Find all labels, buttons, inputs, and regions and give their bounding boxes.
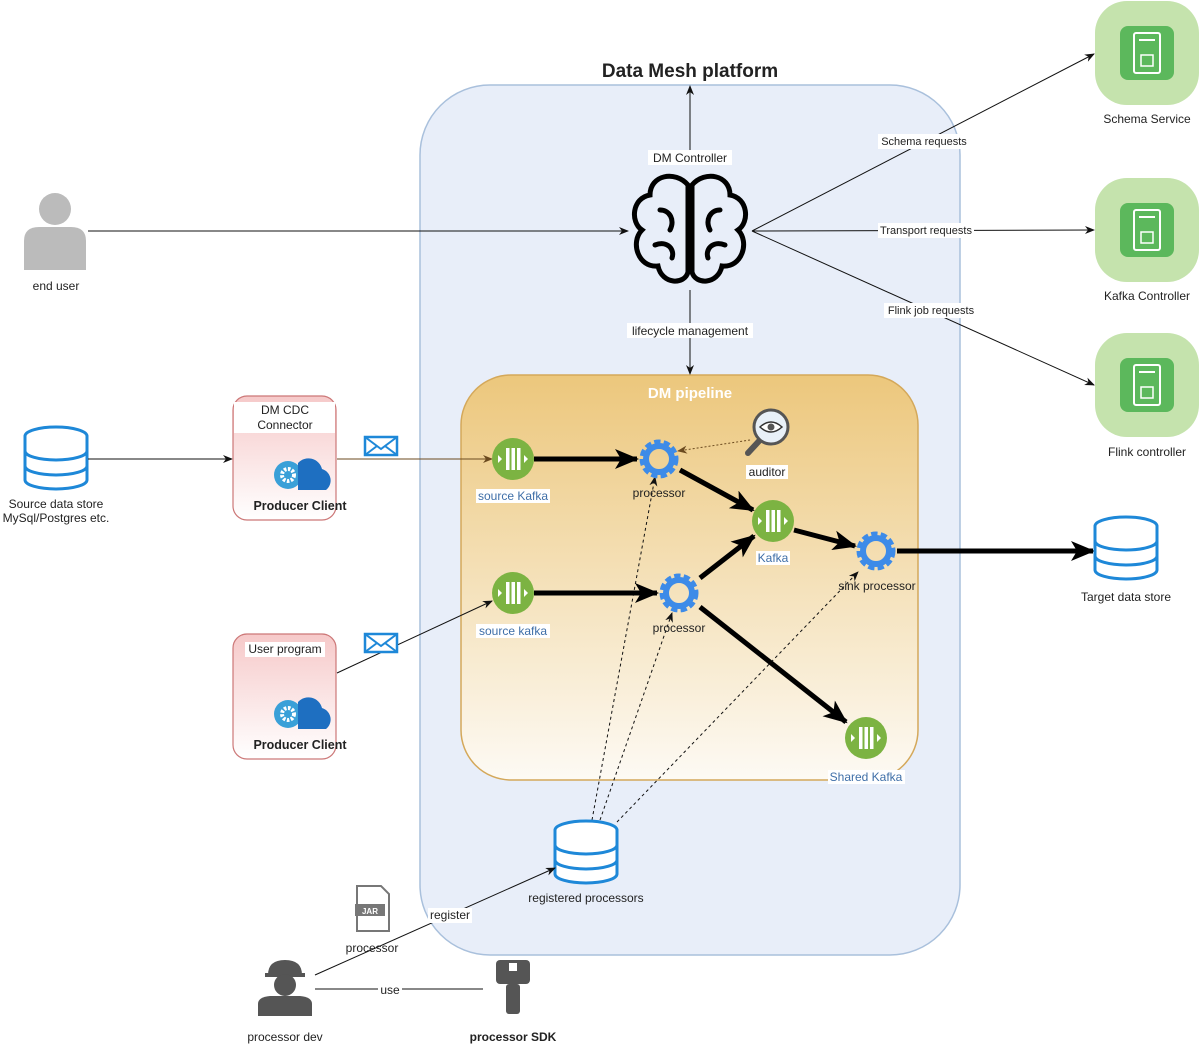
register-label: register <box>430 908 470 922</box>
source-kafka-2-label: source kafka <box>479 624 547 638</box>
sink-processor-label: sink processor <box>838 579 915 593</box>
use-label: use <box>380 983 400 997</box>
dm-controller-label: DM Controller <box>653 151 727 165</box>
target-store-label: Target data store <box>1081 590 1171 604</box>
target-database-icon <box>1093 515 1159 581</box>
source-store-label-2: MySql/Postgres etc. <box>3 511 110 525</box>
jar-badge: JAR <box>362 907 378 916</box>
shared-kafka-label: Shared Kafka <box>830 770 903 784</box>
cdc-label-2: Connector <box>257 418 312 432</box>
transport-requests-label: Transport requests <box>880 225 972 237</box>
source-kafka-1-node[interactable] <box>492 438 534 480</box>
flink-requests-label: Flink job requests <box>888 305 975 317</box>
source-kafka-1-label: source Kafka <box>478 489 548 503</box>
user-to-kafka-arrow <box>336 600 493 674</box>
source-store-label-1: Source data store <box>9 497 104 511</box>
processor-registration-lines <box>591 476 859 823</box>
auditor-label: auditor <box>749 465 786 479</box>
end-user-label: end user <box>33 279 80 293</box>
schema-service-label: Schema Service <box>1103 112 1191 126</box>
platform-title: Data Mesh platform <box>602 61 778 82</box>
source-kafka-2-node[interactable] <box>492 572 534 614</box>
shared-kafka-node[interactable] <box>845 717 887 759</box>
cdc-client-label: Producer Client <box>253 499 347 513</box>
jar-label: processor <box>346 941 399 955</box>
envelope-icon <box>363 632 399 654</box>
pipeline-title: DM pipeline <box>648 385 732 402</box>
registered-processors-db-icon[interactable] <box>553 819 619 885</box>
cdc-label-1: DM CDC <box>261 403 309 417</box>
end-user-icon <box>24 193 86 270</box>
schema-service-icon[interactable] <box>1094 0 1200 106</box>
processor-2-label: processor <box>653 621 706 635</box>
schema-requests-label: Schema requests <box>881 136 967 148</box>
kafka-controller-label: Kafka Controller <box>1104 289 1190 303</box>
kafka-controller-icon[interactable] <box>1094 177 1200 283</box>
auditor-magnifier-icon[interactable] <box>745 408 790 456</box>
brain-icon[interactable] <box>632 173 748 284</box>
processor-sdk-label: processor SDK <box>470 1030 557 1044</box>
kafka-label: Kafka <box>758 551 789 565</box>
processor-1-label: processor <box>633 486 686 500</box>
auditor-arrow <box>677 439 751 454</box>
envelope-icon <box>363 435 399 457</box>
developer-worker-icon <box>258 960 312 1016</box>
source-database-icon <box>23 425 89 491</box>
processor-dev-label: processor dev <box>247 1030 322 1044</box>
flink-controller-label: Flink controller <box>1108 445 1186 459</box>
flink-controller-icon[interactable] <box>1094 332 1200 438</box>
jar-file-icon <box>355 885 390 932</box>
lifecycle-label: lifecycle management <box>632 324 749 338</box>
pipeline-flows <box>534 449 1095 724</box>
registered-processors-label: registered processors <box>528 891 643 905</box>
sdk-tool-icon[interactable] <box>496 960 530 1014</box>
user-client-label: Producer Client <box>253 738 347 752</box>
kafka-node[interactable] <box>752 500 794 542</box>
user-program-label: User program <box>248 642 321 656</box>
